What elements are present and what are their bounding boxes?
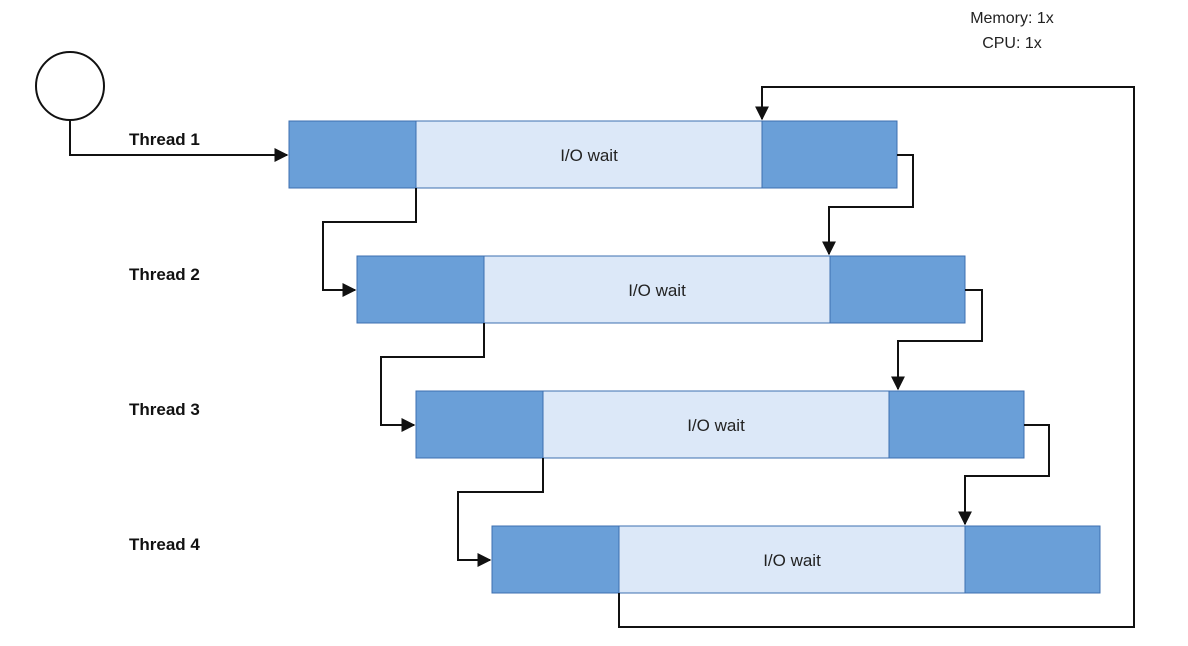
thread-row-3: I/O wait (415, 390, 1025, 459)
handoff-connector-1-2 (322, 188, 417, 297)
cpu-block (415, 390, 544, 459)
resume-connector-2-3 (891, 289, 983, 391)
start-node (35, 51, 105, 121)
thread-row-4: I/O wait (491, 525, 1101, 594)
resume-connector-3-4 (958, 424, 1050, 526)
io-wait-block (542, 390, 890, 459)
io-wait-label: I/O wait (628, 281, 686, 300)
io-wait-block (483, 255, 831, 324)
io-wait-block (618, 525, 966, 594)
cpu-block (491, 525, 620, 594)
thread-row-2: I/O wait (356, 255, 966, 324)
handoff-connector-3-4 (457, 458, 544, 567)
cpu-block (888, 390, 1025, 459)
thread-label-3: Thread 3 (129, 400, 200, 419)
thread-label-1: Thread 1 (129, 130, 200, 149)
thread-label-2: Thread 2 (129, 265, 200, 284)
io-wait-label: I/O wait (687, 416, 745, 435)
cpu-block (761, 120, 898, 189)
io-wait-label: I/O wait (560, 146, 618, 165)
cpu-label: CPU: 1x (982, 35, 1042, 52)
io-wait-block (415, 120, 763, 189)
thread-row-1: I/O wait (288, 120, 898, 189)
resume-connector-1-2 (822, 154, 914, 256)
io-wait-label: I/O wait (763, 551, 821, 570)
loop-back-connector (618, 86, 1135, 628)
cpu-block (356, 255, 485, 324)
start-connector (69, 120, 289, 162)
thread-label-4: Thread 4 (129, 535, 200, 554)
memory-label: Memory: 1x (970, 10, 1054, 27)
cpu-block (964, 525, 1101, 594)
handoff-connector-2-3 (380, 323, 485, 432)
cpu-block (288, 120, 417, 189)
cpu-block (829, 255, 966, 324)
